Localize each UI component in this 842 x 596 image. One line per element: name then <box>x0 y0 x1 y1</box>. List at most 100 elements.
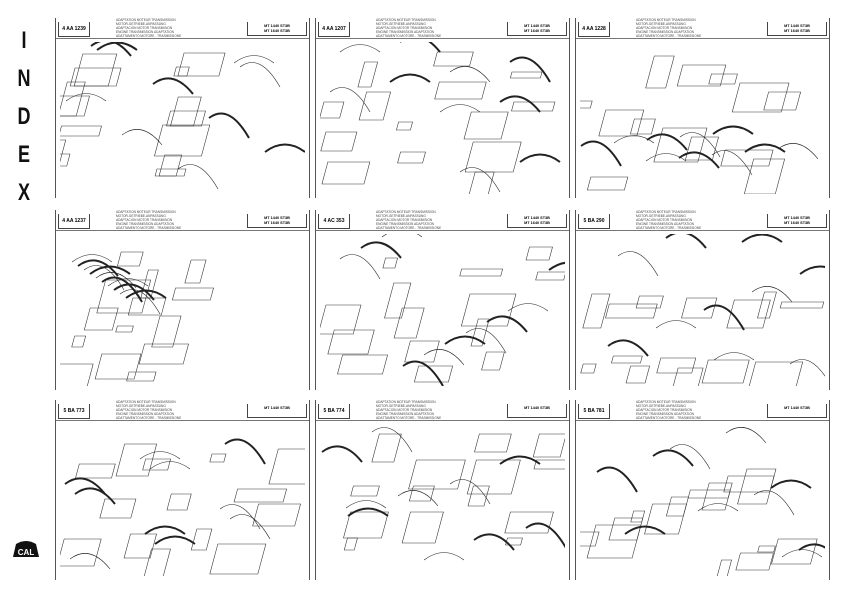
exploded-parts-diagram <box>320 42 561 194</box>
exploded-parts-diagram <box>580 55 819 194</box>
description-line: ADAPTACION MOTOR TRANSMISION <box>116 218 173 222</box>
description-line: ADAPTATION MOTEUR TRANSMISSION <box>116 210 176 214</box>
description-line: ENGINE TRANSMISSION ADAPTATION <box>116 30 174 34</box>
model-name: MT 1440 ST3B <box>264 24 290 28</box>
page-code: 5 BA 774 <box>318 404 350 419</box>
exploded-parts-diagram <box>60 42 305 190</box>
description-line: ENGINE TRANSMISSION ADAPTATION <box>116 222 174 226</box>
description-line: ADAPTATION MOTEUR TRANSMISSION <box>636 400 696 404</box>
description-line: ADAPTACION MOTOR TRANSMISION <box>376 218 433 222</box>
page-code: 5 BA 781 <box>578 404 610 419</box>
catalog-page-thumbnail[interactable]: 4 AA 1237 ADAPTATION MOTEUR TRANSMISSION… <box>55 210 310 390</box>
model-name: MT 1640 ST3B <box>784 221 810 225</box>
page-header: 4 AA 1207 ADAPTATION MOTEUR TRANSMISSION… <box>316 18 569 39</box>
company-logo: CAL <box>13 541 39 557</box>
exploded-parts-diagram <box>580 234 825 386</box>
page-code: 5 BA 290 <box>578 214 610 229</box>
page-code: 5 BA 773 <box>58 404 90 419</box>
model-name: MT 1440 ST3B <box>264 406 290 410</box>
description-line: ENGINE TRANSMISSION ADAPTATION <box>116 412 174 416</box>
description-line: ADAPTATION MOTEUR TRANSMISSION <box>636 18 696 22</box>
description-line: ENGINE TRANSMISSION ADAPTATION <box>636 30 694 34</box>
page-code: 4 AA 1237 <box>58 214 90 229</box>
description-line: ADATTAMENTO MOTORE - TRASMISSIONE <box>116 226 182 230</box>
description-line: ADAPTACION MOTOR TRANSMISION <box>116 26 173 30</box>
exploded-parts-diagram <box>60 251 214 386</box>
description-line: ADAPTACION MOTOR TRANSMISION <box>376 408 433 412</box>
description-line: ENGINE TRANSMISSION ADAPTATION <box>636 222 694 226</box>
catalog-page-thumbnail[interactable]: 4 AA 1228 ADAPTATION MOTEUR TRANSMISSION… <box>575 18 830 198</box>
model-name: MT 1640 ST3B <box>784 29 810 33</box>
description-line: ADAPTATION MOTEUR TRANSMISSION <box>116 18 176 22</box>
catalog-page-thumbnail[interactable]: 4 AA 1239 ADAPTATION MOTEUR TRANSMISSION… <box>55 18 310 198</box>
description-line: MOTOR-GETRIEBE-ANPASSUNG <box>116 22 166 26</box>
catalog-page-thumbnail[interactable]: 4 AA 1207 ADAPTATION MOTEUR TRANSMISSION… <box>315 18 570 198</box>
description-line: ADATTAMENTO MOTORE - TRASMISSIONE <box>116 416 182 420</box>
description-line: ADAPTATION MOTEUR TRANSMISSION <box>376 400 436 404</box>
description-line: ENGINE TRANSMISSION ADAPTATION <box>376 412 434 416</box>
index-letter: X <box>17 179 30 206</box>
description-line: ADAPTATION MOTEUR TRANSMISSION <box>376 210 436 214</box>
page-code: 4 AA 1207 <box>318 22 350 37</box>
description-line: ADAPTACION MOTOR TRANSMISION <box>376 26 433 30</box>
exploded-parts-diagram <box>321 427 565 561</box>
description-line: ADAPTACION MOTOR TRANSMISION <box>636 26 693 30</box>
description-line: MOTOR-GETRIEBE-ANPASSUNG <box>636 22 686 26</box>
index-title: I N D E X <box>10 22 38 212</box>
model-name: MT 1440 ST3B <box>784 216 810 220</box>
model-name: MT 1440 ST3B <box>524 216 550 220</box>
description-line: ADAPTACION MOTOR TRANSMISION <box>116 408 173 412</box>
model-box: MT 1440 ST3B <box>767 404 827 418</box>
description-line: MOTOR-GETRIEBE-ANPASSUNG <box>116 214 166 218</box>
description-line: ADATTAMENTO MOTORE - TRASMISSIONE <box>376 226 442 230</box>
description-line: ADAPTATION MOTEUR TRANSMISSION <box>636 210 696 214</box>
description-line: ADATTAMENTO MOTORE - TRASMISSIONE <box>636 226 702 230</box>
exploded-parts-diagram <box>320 234 565 386</box>
description-line: MOTOR-GETRIEBE-ANPASSUNG <box>376 404 426 408</box>
exploded-parts-diagram <box>60 438 305 576</box>
model-name: MT 1640 ST3B <box>524 221 550 225</box>
description-line: ENGINE TRANSMISSION ADAPTATION <box>376 222 434 226</box>
description-line: ENGINE TRANSMISSION ADAPTATION <box>376 30 434 34</box>
description-line: MOTOR-GETRIEBE-ANPASSUNG <box>636 404 686 408</box>
description-line: ADAPTACION MOTOR TRANSMISION <box>636 218 693 222</box>
model-name: MT 1640 ST3B <box>264 221 290 225</box>
index-letter: I <box>21 27 27 54</box>
index-letter: N <box>17 65 31 92</box>
model-box: MT 1440 ST3B <box>507 404 567 418</box>
description-line: ADATTAMENTO MOTORE - TRASMISSIONE <box>636 34 702 38</box>
model-name: MT 1440 ST3B <box>784 24 810 28</box>
description-line: MOTOR-GETRIEBE-ANPASSUNG <box>636 214 686 218</box>
page-header: 4 AA 1239 ADAPTATION MOTEUR TRANSMISSION… <box>56 18 309 39</box>
page-header: 4 AA 1237 ADAPTATION MOTEUR TRANSMISSION… <box>56 210 309 231</box>
description-line: ADAPTATION MOTEUR TRANSMISSION <box>116 400 176 404</box>
description-line: MOTOR-GETRIEBE-ANPASSUNG <box>376 214 426 218</box>
svg-text:CAL: CAL <box>18 548 35 557</box>
description-line: ADATTAMENTO MOTORE - TRASMISSIONE <box>376 416 442 420</box>
description-line: MOTOR-GETRIEBE-ANPASSUNG <box>376 22 426 26</box>
model-name: MT 1640 ST3B <box>524 29 550 33</box>
